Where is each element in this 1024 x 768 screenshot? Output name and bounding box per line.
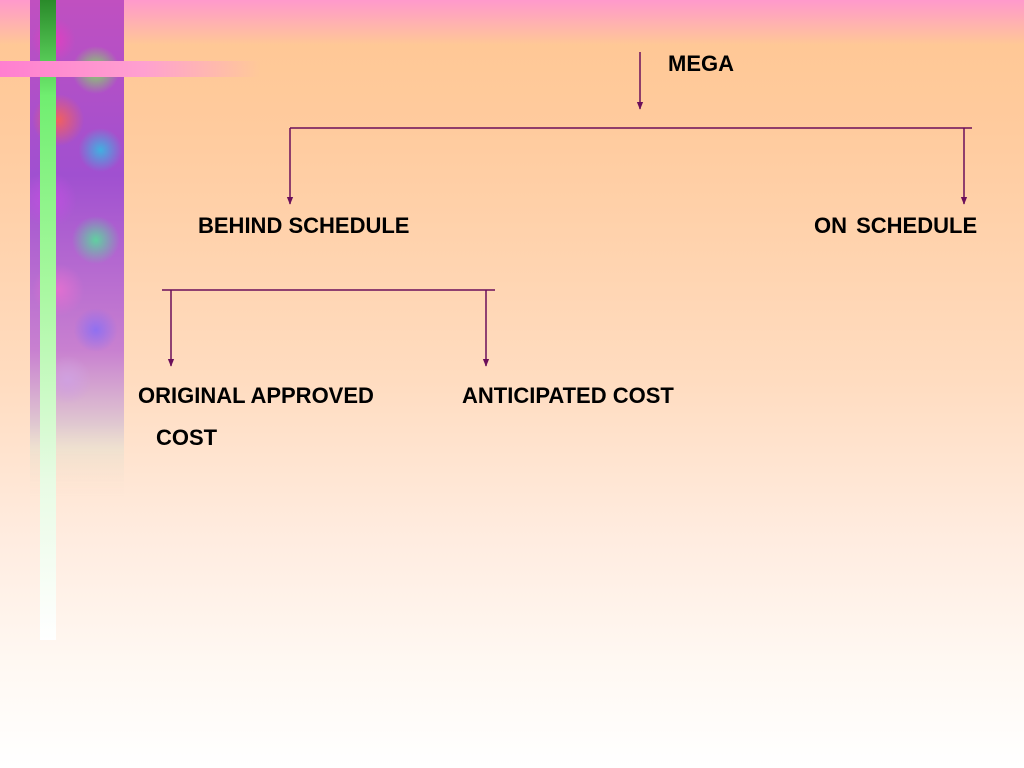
node-mega: MEGA [668, 51, 734, 76]
node-original-approved-cost-line1: ORIGINAL APPROVED [138, 383, 374, 408]
node-on-schedule: ON SCHEDULE [814, 213, 978, 238]
node-behind-schedule: BEHIND SCHEDULE [198, 213, 410, 238]
decorative-pink-bar [0, 61, 260, 77]
node-anticipated-cost: ANTICIPATED COST [462, 383, 674, 408]
node-original-approved-cost-line2: COST [156, 425, 218, 450]
decorative-green-stripe [40, 0, 56, 640]
